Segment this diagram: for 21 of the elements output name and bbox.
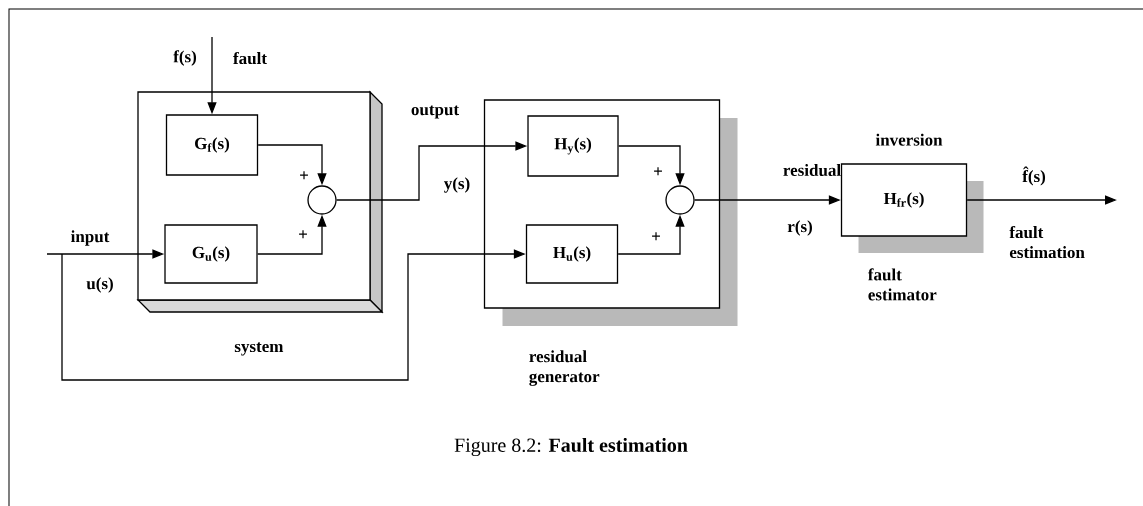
edge-label: input [71, 230, 110, 246]
edge-label: f(s) [173, 50, 197, 66]
transfer-function-box: G$_{u}$(s) [164, 224, 258, 284]
signal-label: u(s) [86, 277, 113, 293]
transfer-function-box: G$_{f}$(s) [165, 114, 259, 176]
summing-junction [307, 185, 337, 215]
signal-label: output [411, 105, 459, 119]
edge-label: y(s) [443, 177, 470, 193]
block-label: residual generator [529, 350, 600, 386]
signal-label: fault estimation [1009, 225, 1085, 259]
block-label: inversion [875, 133, 943, 146]
block-label: system [234, 342, 284, 356]
edge-label: r(s) [787, 220, 812, 236]
sign-label: + [300, 171, 308, 180]
signal-label: residual [783, 164, 841, 176]
sign-label: + [299, 230, 307, 239]
signal-label: fault [233, 51, 267, 65]
figure-caption: Figure 8.2: Fault estimation [454, 437, 688, 457]
edge-label: f̂(s) [1022, 166, 1046, 186]
block-label: fault estimator [867, 268, 937, 301]
transfer-function-box: H$_{fr}$(s) [840, 163, 984, 253]
